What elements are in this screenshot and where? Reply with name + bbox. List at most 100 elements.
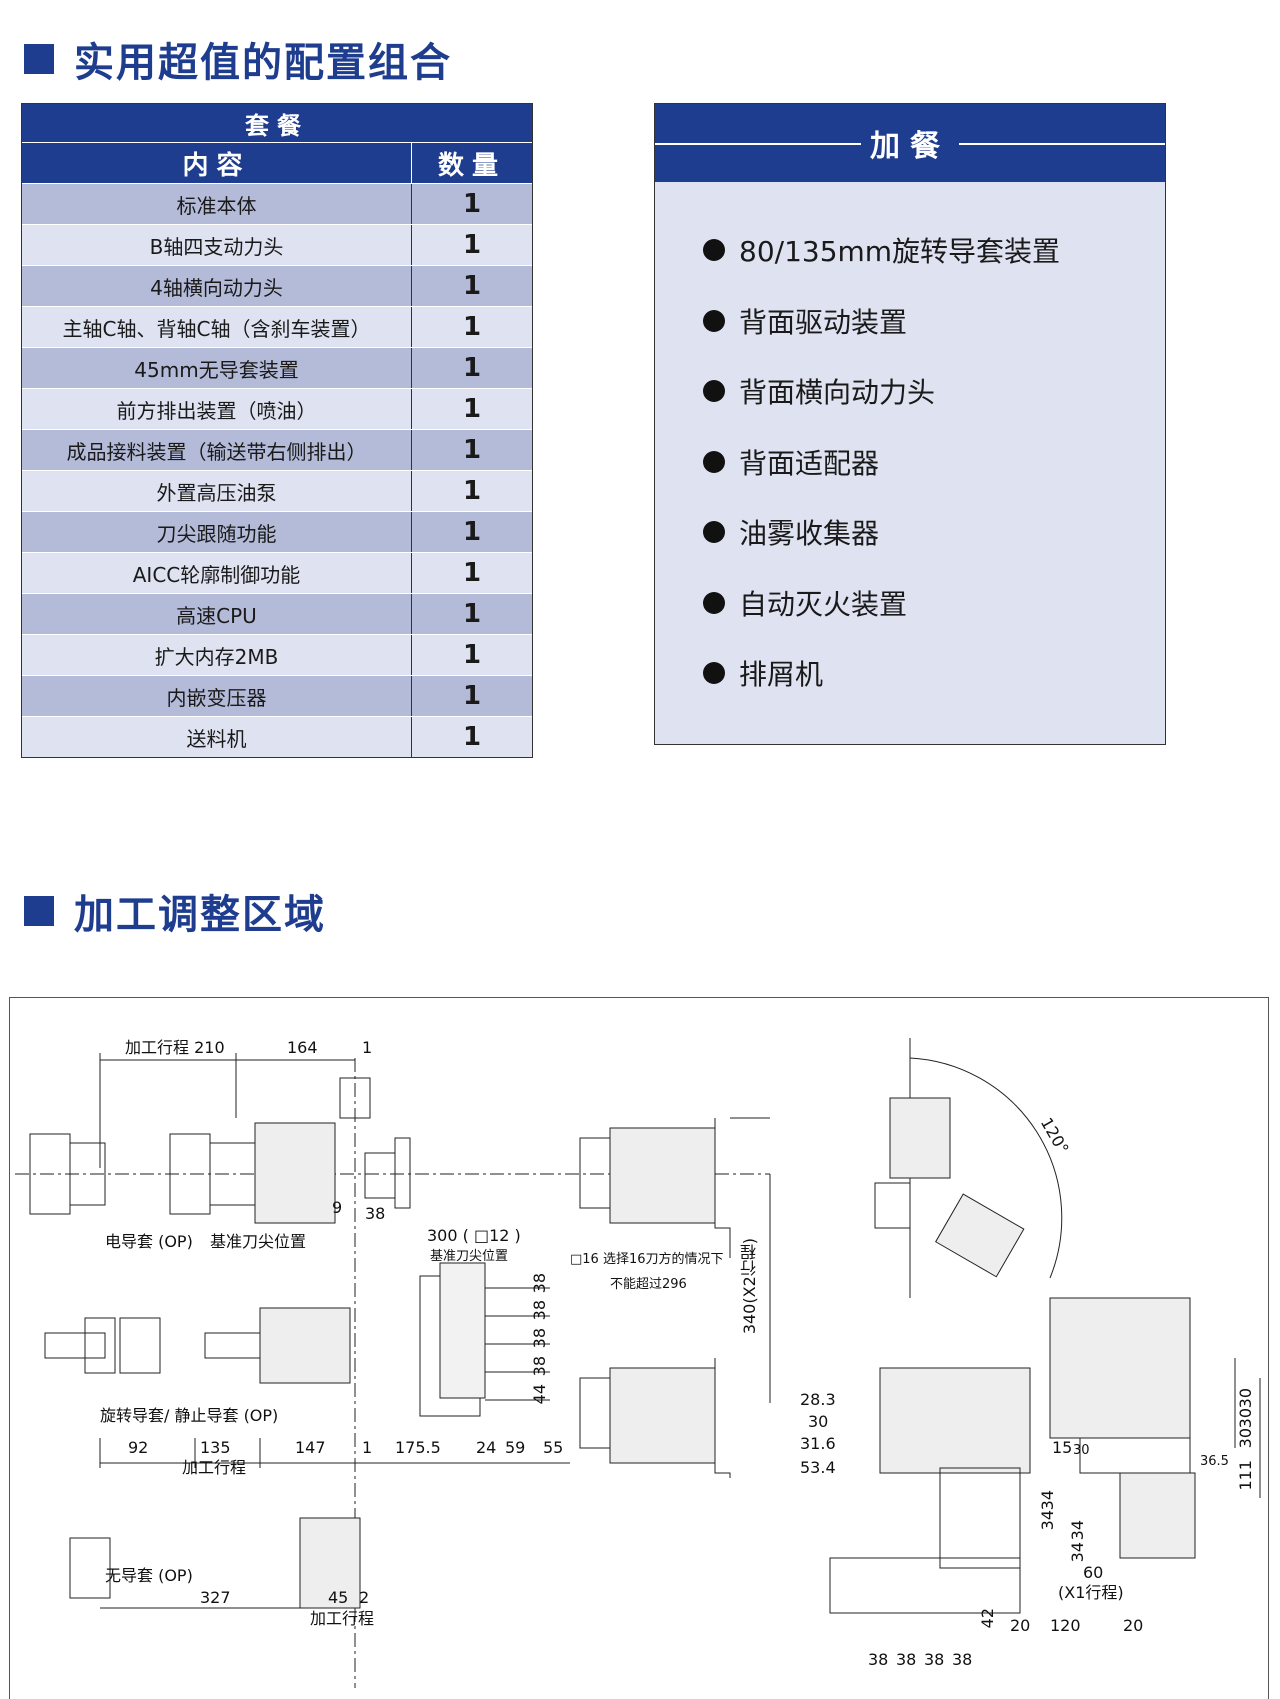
dim-label: 30 [1236,1388,1255,1409]
bullet-icon [703,450,725,473]
note-label: 无导套 (OP) [105,1566,193,1585]
qty-cell: 1 [462,640,482,670]
dim-label: 2 [359,1588,370,1607]
addon-list: 80/135mm旋转导套装置 背面驱动装置 背面横向动力头 背面适配器 油雾收集… [655,182,1165,709]
dim-label: 30 [1236,1428,1255,1449]
dim-label: 45 [328,1588,349,1607]
item-cell: 成品接料装置（输送带右侧排出） [22,430,412,470]
item-cell: 4轴横向动力头 [22,266,412,306]
list-item: 背面适配器 [703,427,1165,498]
qty-cell: 1 [462,722,482,752]
dim-label: 38 [530,1300,549,1321]
dim-label: 加工行程 210 [125,1038,225,1057]
package-title: 套餐 [22,104,532,143]
list-item: 背面横向动力头 [703,356,1165,427]
dim-label: 38 [530,1328,549,1349]
qty-cell: 1 [462,189,482,219]
dim-label: 30 [1236,1408,1255,1429]
dim-label: 38 [896,1650,917,1669]
note-label: 电导套 (OP) [105,1232,193,1251]
list-item: 80/135mm旋转导套装置 [703,215,1165,286]
adjust-title-text: 加工调整区域 [74,892,326,938]
addon-item-label: 背面驱动装置 [739,305,908,339]
dim-label: 24 [476,1438,497,1457]
dim-label: 34 [1038,1510,1057,1531]
item-cell: 送料机 [22,717,412,757]
addon-item-label: 背面横向动力头 [739,376,936,410]
table-row: 内嵌变压器 1 [22,675,532,716]
table-row: 扩大内存2MB 1 [22,634,532,675]
qty-cell: 1 [462,271,482,301]
qty-cell: 1 [462,681,482,711]
addon-item-label: 油雾收集器 [739,517,880,551]
item-cell: 内嵌变压器 [22,676,412,716]
table-row: 45mm无导套装置 1 [22,347,532,388]
addon-header: 加餐 [655,104,1165,182]
note-label: 旋转导套/ 静止导套 (OP) [100,1406,279,1425]
dim-label: 38 [365,1204,386,1223]
dim-label: 300 ( □12 ) [427,1226,521,1245]
dim-label: 120 [1050,1616,1081,1635]
item-cell: 前方排出装置（喷油） [22,389,412,429]
qty-cell: 1 [462,558,482,588]
list-item: 油雾收集器 [703,497,1165,568]
addon-item-label: 80/135mm旋转导套装置 [739,235,1061,269]
dim-label: 55 [543,1438,564,1457]
dim-label: 164 [287,1038,318,1057]
dim-label: 34 [1038,1490,1057,1511]
note-label: 基准刀尖位置 [430,1249,509,1264]
dim-label: 175.5 [395,1438,441,1457]
table-row: 外置高压油泵 1 [22,470,532,511]
header-rule-left [655,143,861,145]
dim-label: 28.3 [800,1390,836,1409]
item-cell: 扩大内存2MB [22,635,412,675]
addon-item-label: 自动灭火装置 [739,587,908,621]
qty-cell: 1 [462,517,482,547]
qty-cell: 1 [462,353,482,383]
note-label: □16 选择16刀方的情况下 [570,1252,724,1267]
dim-label: 147 [295,1438,326,1457]
item-cell: 45mm无导套装置 [22,348,412,388]
qty-cell: 1 [462,435,482,465]
dim-label: 92 [128,1438,149,1457]
addon-item-label: 排屑机 [739,658,824,692]
dim-label: 44 [530,1384,549,1405]
dim-label: 340(X2行程) [740,1238,759,1335]
qty-cell: 1 [462,476,482,506]
item-cell: 刀尖跟随功能 [22,512,412,552]
dim-label: 60 [1083,1563,1104,1582]
item-cell: 主轴C轴、背轴C轴（含刹车装置） [22,307,412,347]
dim-label: 30 [1073,1443,1090,1458]
dim-label: 53.4 [800,1458,836,1477]
bullet-icon [703,591,725,614]
dim-label: 38 [952,1650,973,1669]
addon-title: 加餐 [870,129,950,164]
title-square-icon [24,896,54,926]
config-section-title: 实用超值的配置组合 [24,30,452,88]
dim-label: 36.5 [1200,1454,1229,1469]
item-cell: 外置高压油泵 [22,471,412,511]
note-label: 基准刀尖位置 [210,1232,307,1251]
qty-cell: 1 [462,394,482,424]
dim-label: 34 [1068,1520,1087,1541]
dim-label: 加工行程 [310,1609,375,1628]
item-cell: B轴四支动力头 [22,225,412,265]
addon-item-label: 背面适配器 [739,446,880,480]
machining-area-drawing: 加工行程 210 164 1 9 38 电导套 (OP) 基准刀尖位置 300 … [9,997,1269,1699]
qty-cell: 1 [462,312,482,342]
item-cell: 高速CPU [22,594,412,634]
bullet-icon [703,380,725,403]
addon-panel: 加餐 80/135mm旋转导套装置 背面驱动装置 背面横向动力头 背面适配器 油… [654,103,1166,745]
dim-label: 38 [530,1356,549,1377]
dim-label: 34 [1068,1542,1087,1563]
col-qty-header: 数量 [437,150,506,181]
table-row: 主轴C轴、背轴C轴（含刹车装置） 1 [22,306,532,347]
note-label: 不能超过296 [610,1277,687,1292]
table-row: 刀尖跟随功能 1 [22,511,532,552]
bullet-icon [703,309,725,332]
